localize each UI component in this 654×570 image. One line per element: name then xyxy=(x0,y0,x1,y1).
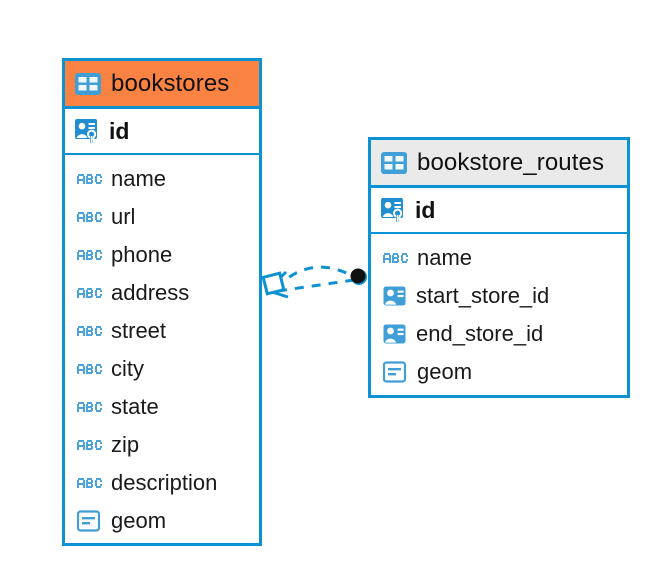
field-row-bookstores-city[interactable]: city xyxy=(65,350,259,388)
field-row-bookstore-routes-id[interactable]: id xyxy=(371,188,627,234)
text-abc-icon xyxy=(77,324,102,338)
entity-bookstores-title: bookstores xyxy=(111,69,230,97)
field-row-bookstores-street[interactable]: street xyxy=(65,312,259,350)
field-row-bookstores-zip[interactable]: zip xyxy=(65,426,259,464)
field-row-bookstores-address[interactable]: address xyxy=(65,274,259,312)
field-label-bookstores-zip: zip xyxy=(111,432,140,457)
relationship-line-lower xyxy=(277,278,355,293)
field-label-bookstore-routes-start-store-id: start_store_id xyxy=(416,283,550,308)
field-row-bookstores-geom[interactable]: geom xyxy=(65,502,259,540)
relationship-line-upper xyxy=(274,265,357,290)
field-row-bookstores-name[interactable]: name xyxy=(65,160,259,198)
field-label-bookstores-url: url xyxy=(111,204,136,229)
foreign-key-icon xyxy=(383,324,407,345)
field-label-bookstores-street: street xyxy=(111,318,167,343)
field-row-bookstore-routes-start-store-id[interactable]: start_store_id xyxy=(371,277,627,315)
entity-bookstores-header[interactable]: bookstores xyxy=(65,61,259,109)
table-icon xyxy=(75,72,101,95)
field-label-bookstores-state: state xyxy=(111,394,159,419)
field-label-bookstores-address: address xyxy=(111,280,190,305)
field-row-bookstores-state[interactable]: state xyxy=(65,388,259,426)
field-label-bookstore-routes-end-store-id: end_store_id xyxy=(416,321,544,346)
crows-foot-diamond-marker xyxy=(261,271,286,296)
field-row-bookstore-routes-end-store-id[interactable]: end_store_id xyxy=(371,315,627,353)
text-abc-icon xyxy=(77,286,102,300)
crows-foot-prongs xyxy=(270,270,289,299)
field-label-bookstores-id: id xyxy=(109,117,130,144)
entity-bookstore-routes-fields: name start_store_id xyxy=(371,234,627,397)
text-abc-icon xyxy=(77,438,102,452)
text-abc-icon xyxy=(383,251,408,265)
field-row-bookstore-routes-geom[interactable]: geom xyxy=(371,353,627,391)
foreign-key-icon xyxy=(383,286,407,307)
field-label-bookstores-phone: phone xyxy=(111,242,173,267)
entity-bookstores[interactable]: bookstores id xyxy=(62,58,262,546)
field-label-bookstores-name: name xyxy=(111,166,167,191)
text-abc-icon xyxy=(77,172,102,186)
entity-bookstore-routes-title: bookstore_routes xyxy=(417,148,605,176)
entity-bookstore-routes[interactable]: bookstore_routes id xyxy=(368,137,630,398)
geometry-icon xyxy=(383,361,408,383)
field-label-bookstores-city: city xyxy=(111,356,144,381)
field-label-bookstore-routes-geom: geom xyxy=(417,359,473,384)
geometry-icon xyxy=(77,510,102,532)
text-abc-icon xyxy=(77,362,102,376)
filled-circle-marker xyxy=(350,268,367,285)
field-label-bookstores-geom: geom xyxy=(111,508,167,533)
field-row-bookstores-description[interactable]: description xyxy=(65,464,259,502)
text-abc-icon xyxy=(77,210,102,224)
entity-bookstore-routes-header[interactable]: bookstore_routes xyxy=(371,140,627,188)
field-row-bookstores-phone[interactable]: phone xyxy=(65,236,259,274)
entity-bookstores-fields: name xyxy=(65,155,259,546)
table-icon xyxy=(381,151,407,174)
field-row-bookstores-url[interactable]: url xyxy=(65,198,259,236)
field-label-bookstore-routes-name: name xyxy=(417,245,473,270)
field-row-bookstores-id[interactable]: id xyxy=(65,109,259,155)
field-row-bookstore-routes-name[interactable]: name xyxy=(371,239,627,277)
text-abc-icon xyxy=(77,476,102,490)
field-label-bookstores-description: description xyxy=(111,470,218,495)
field-label-bookstore-routes-id: id xyxy=(415,196,436,223)
primary-key-icon xyxy=(75,119,101,143)
text-abc-icon xyxy=(77,400,102,414)
primary-key-icon xyxy=(381,198,407,222)
text-abc-icon xyxy=(77,248,102,262)
